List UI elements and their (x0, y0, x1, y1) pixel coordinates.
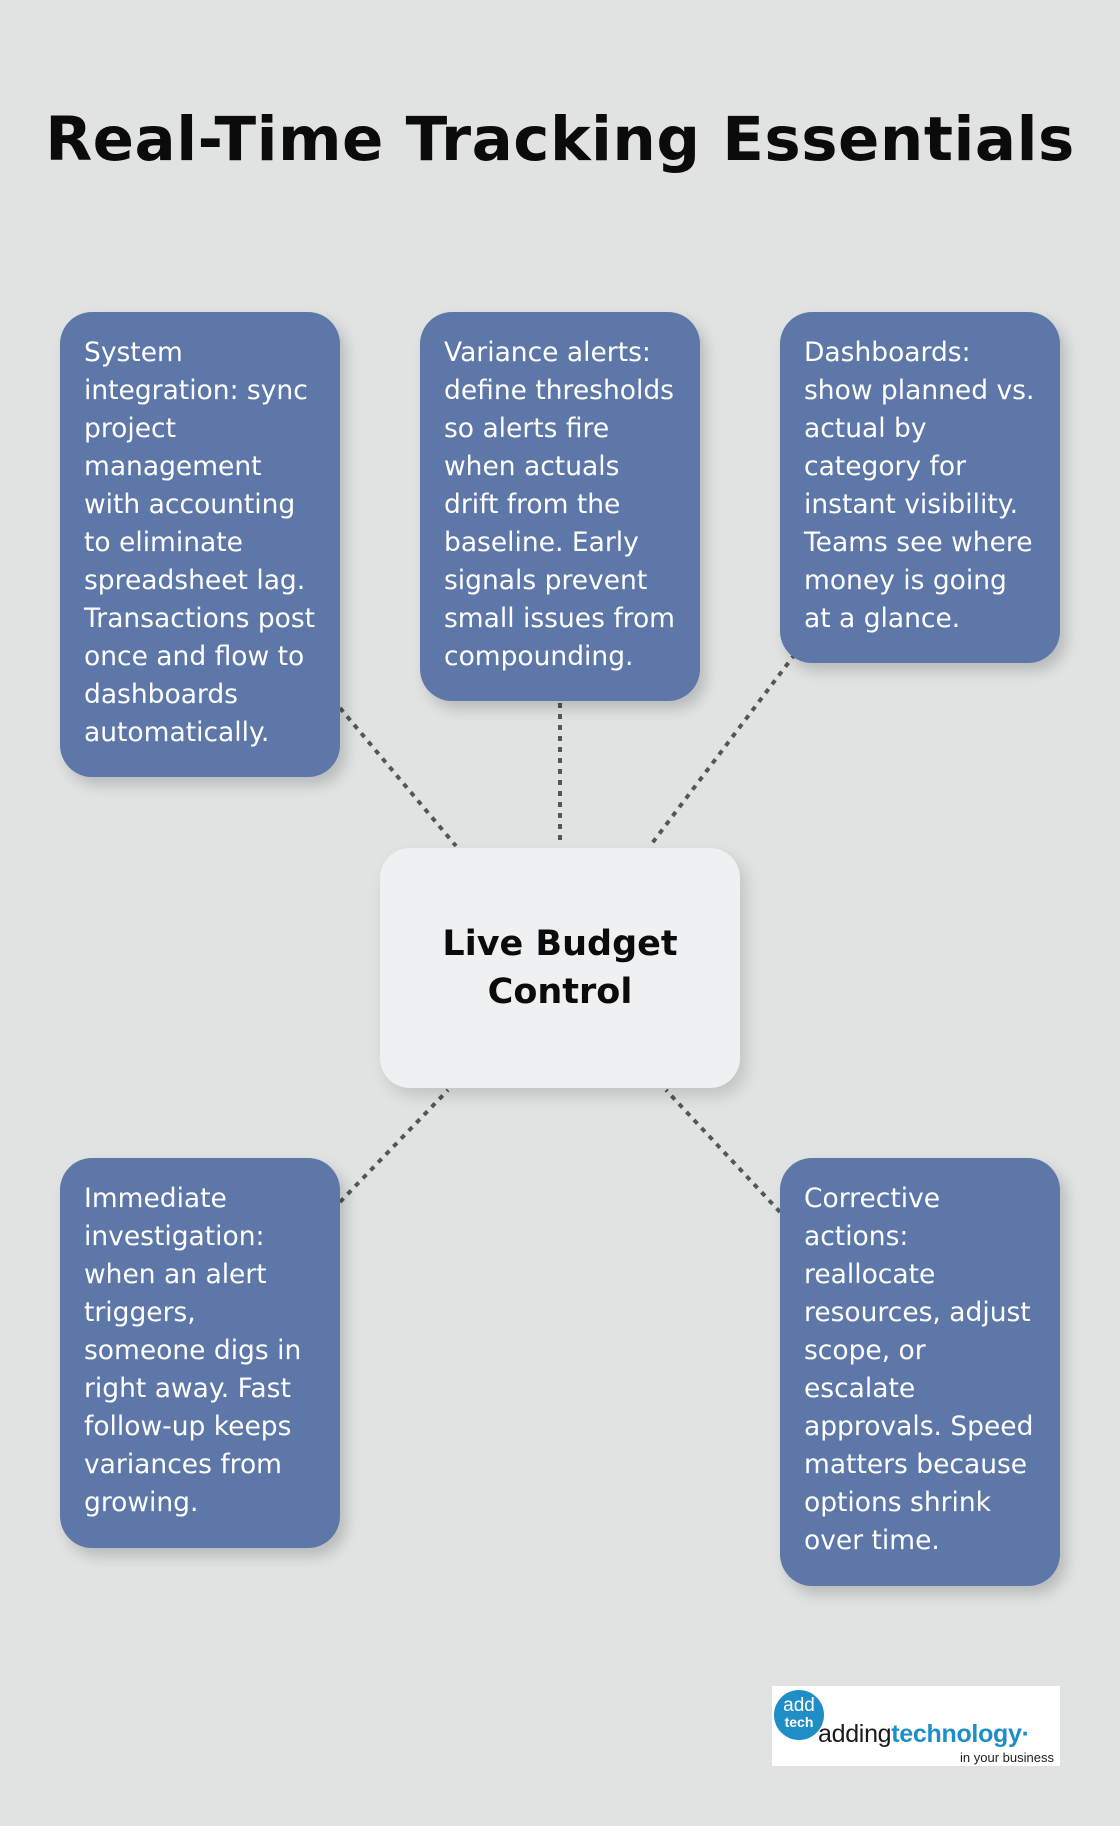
connector-card-3 (648, 652, 797, 848)
logo-mark: · (1021, 1720, 1030, 1748)
logo-tagline: in your business (960, 1750, 1054, 1765)
card-variance-alerts: Variance alerts: define thresholds so al… (420, 312, 700, 701)
logo-badge-top: add (783, 1695, 815, 1716)
card-text: Immediate investigation: when an alert t… (84, 1183, 302, 1518)
card-text: Corrective actions: reallocate resources… (804, 1183, 1034, 1556)
logo-word-plain: adding (818, 1720, 892, 1748)
card-text: System integration: sync project managem… (84, 337, 316, 748)
card-dashboards: Dashboards: show planned vs. actual by c… (780, 312, 1060, 663)
logo-wordmark: addingtechnology· (818, 1720, 1030, 1749)
logo-word-bold: technology (891, 1720, 1022, 1748)
logo-badge-icon: add tech (774, 1690, 824, 1740)
card-text: Dashboards: show planned vs. actual by c… (804, 337, 1035, 634)
company-logo: add tech addingtechnology· in your busin… (772, 1686, 1060, 1766)
card-corrective-actions: Corrective actions: reallocate resources… (780, 1158, 1060, 1586)
hub-label: Live Budget Control (442, 924, 678, 1012)
card-text: Variance alerts: define thresholds so al… (444, 337, 675, 672)
card-system-integration: System integration: sync project managem… (60, 312, 340, 777)
page-title: Real-Time Tracking Essentials (45, 104, 1075, 175)
card-immediate-investigation: Immediate investigation: when an alert t… (60, 1158, 340, 1548)
connector-card-1 (338, 706, 458, 848)
hub-node: Live Budget Control (380, 848, 740, 1088)
connector-card-5 (664, 1088, 782, 1214)
logo-badge-bottom: tech (784, 1714, 814, 1730)
connector-card-4 (338, 1088, 450, 1204)
